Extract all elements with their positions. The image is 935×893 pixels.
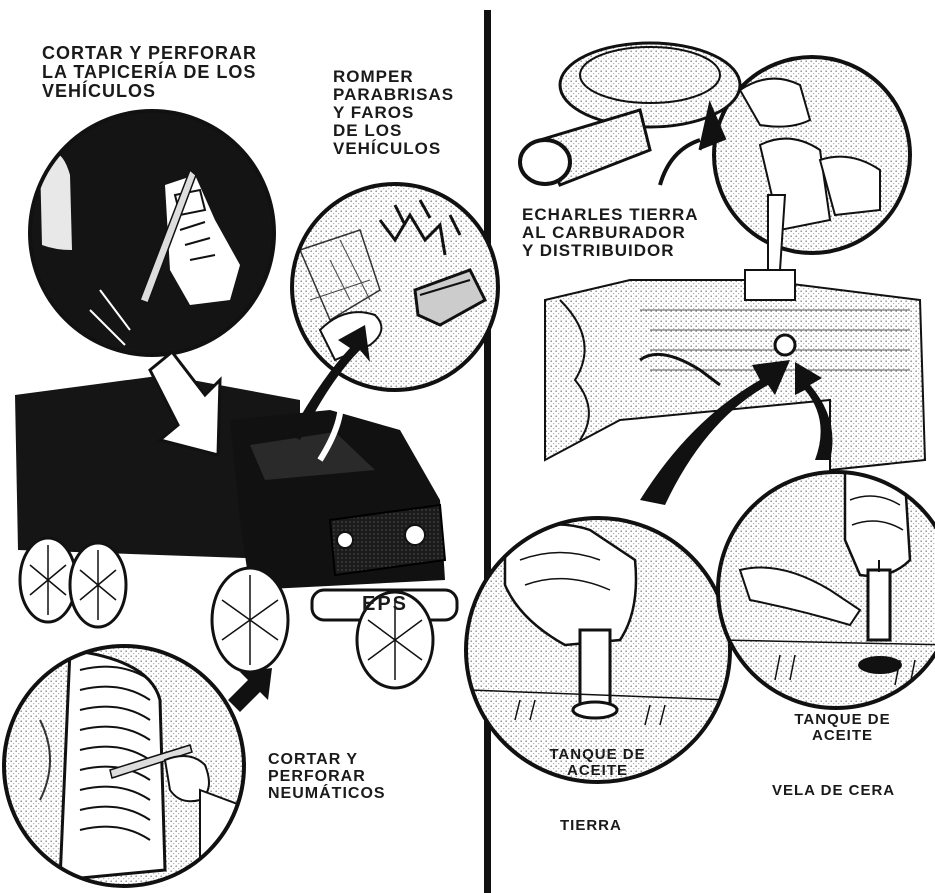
label-tires: CORTAR Y PERFORAR NEUMÁTICOS [268,752,386,803]
candle-icon [868,560,890,640]
label-windshield: ROMPER PARABRISAS Y FAROS DE LOS VEHÍCUL… [333,68,454,158]
label-oil-tank-left: TANQUE DE ACEITE [530,747,665,779]
label-dirt: TIERRA [560,818,622,834]
windshield-scene [292,184,498,390]
label-upholstery: CORTAR Y PERFORAR LA TAPICERÍA DE LOS VE… [42,44,257,101]
candle-scene [718,464,935,708]
license-plate-text: EPS [330,594,440,615]
tire-scene [4,646,272,886]
label-carburetor: ECHARLES TIERRA AL CARBURADOR Y DISTRIBU… [522,206,699,260]
engine-icon [545,270,925,505]
air-filter-scene [714,57,910,253]
panel-divider [484,10,491,893]
upholstery-scene [30,110,274,356]
label-wax-candle: VELA DE CERA [772,783,895,799]
label-oil-tank-right: TANQUE DE ACEITE [775,712,910,744]
dirt-scene [466,518,730,782]
